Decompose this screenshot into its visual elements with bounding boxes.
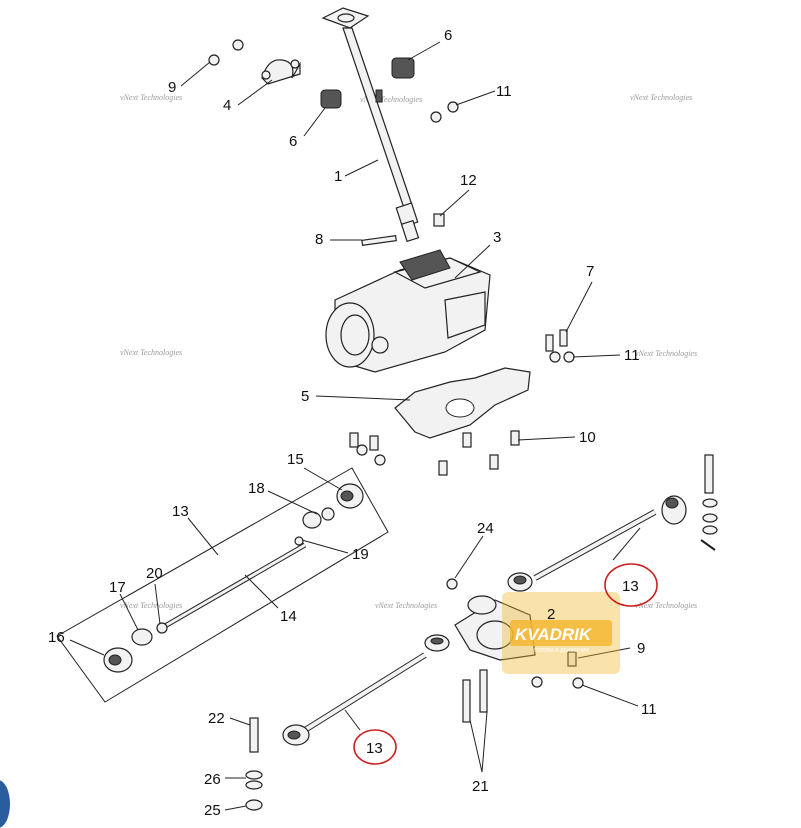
callout-label: 7 <box>586 263 594 280</box>
washer-icon <box>702 498 718 508</box>
washer-icon <box>702 525 718 535</box>
bolt-icon <box>208 54 220 66</box>
bolt-icon <box>479 669 488 713</box>
callout-label: 3 <box>493 229 501 246</box>
steering-shaft-icon <box>321 7 420 243</box>
assembly-frame <box>56 467 389 703</box>
callout-label: 22 <box>208 710 225 727</box>
nut-icon <box>572 677 584 689</box>
washer-icon <box>245 780 263 790</box>
shaft-clamp-icon <box>261 59 301 85</box>
watermark: vNext Technologies <box>635 601 697 610</box>
bolt-icon <box>489 454 499 470</box>
watermark: vNext Technologies <box>630 93 692 102</box>
tie-rod-icon <box>507 495 687 592</box>
bolt-icon <box>369 435 379 451</box>
bushing-icon <box>320 89 342 109</box>
nut-icon <box>531 676 543 688</box>
callout-label: 20 <box>146 565 163 582</box>
bolt-icon <box>361 234 397 247</box>
callout-label: 5 <box>301 388 309 405</box>
bolt-icon <box>349 432 359 448</box>
callout-label: 10 <box>579 429 596 446</box>
callout-label: 4 <box>223 97 231 114</box>
callout-label: 15 <box>287 451 304 468</box>
callout-label: 17 <box>109 579 126 596</box>
logo-tagline: ГОЛОВА В ДВИЖЕНИИ <box>534 648 590 654</box>
cotter-pin-icon <box>700 539 716 551</box>
leader-lines <box>69 41 641 811</box>
highlight-circle <box>604 563 658 607</box>
nut-icon <box>549 351 561 363</box>
watermark: vNext Technologies <box>120 348 182 357</box>
callout-label: 18 <box>248 480 265 497</box>
callout-label: 21 <box>472 778 489 795</box>
stabilizer-link-icon <box>103 483 364 673</box>
callouts: 1 2 3 4 5 6 6 7 8 9 9 10 11 11 11 12 13 … <box>48 27 657 815</box>
watermark: vNext Technologies <box>120 93 182 102</box>
watermark: vNext Technologies <box>120 601 182 610</box>
bolt-icon <box>462 432 472 448</box>
logo-name: KVADRIK <box>515 625 593 644</box>
bolt-icon <box>462 679 471 723</box>
bolt-icon <box>545 334 554 352</box>
mounting-plate-icon <box>394 367 531 439</box>
bolt-icon <box>704 454 714 494</box>
nut-icon <box>447 101 459 113</box>
bolt-icon <box>559 329 568 347</box>
callout-label: 13 <box>622 578 639 595</box>
callout-label: 19 <box>352 546 369 563</box>
bushing-icon <box>391 57 415 79</box>
callout-label: 13 <box>172 503 189 520</box>
callout-label: 9 <box>637 640 645 657</box>
callout-label: 1 <box>334 168 342 185</box>
bolt-icon <box>438 460 448 476</box>
nut-icon <box>563 351 575 363</box>
callout-label: 6 <box>289 133 297 150</box>
callout-label: 14 <box>280 608 297 625</box>
callout-label: 26 <box>204 771 221 788</box>
edge-tab <box>0 780 10 828</box>
callout-label: 6 <box>444 27 452 44</box>
bolt-icon <box>510 430 520 446</box>
callout-label: 16 <box>48 629 65 646</box>
highlight-circle <box>353 729 397 765</box>
callout-label: 24 <box>477 520 494 537</box>
callout-label: 11 <box>624 347 640 364</box>
washer-icon <box>245 770 263 780</box>
watermark: vNext Technologies <box>375 601 437 610</box>
nut-icon <box>430 111 442 123</box>
watermark: vNext Technologies <box>360 95 422 104</box>
callout-label: 13 <box>366 740 383 757</box>
washer-icon <box>702 513 718 523</box>
kvadrik-logo: KVADRIK ГОЛОВА В ДВИЖЕНИИ <box>502 592 620 674</box>
clip-icon <box>433 213 445 227</box>
bolt-icon <box>567 651 577 667</box>
nut-icon <box>374 454 386 466</box>
callout-label: 12 <box>460 172 477 189</box>
nut-icon <box>232 39 244 51</box>
tie-rod-icon <box>282 634 450 746</box>
callout-label: 11 <box>496 83 512 100</box>
callout-label: 9 <box>168 79 176 96</box>
bolt-icon <box>249 717 259 753</box>
nut-icon <box>356 444 368 456</box>
washer-icon <box>245 799 263 811</box>
watermark: vNext Technologies <box>635 349 697 358</box>
callout-label: 2 <box>547 606 555 623</box>
power-steering-unit-icon <box>325 249 491 373</box>
callout-label: 25 <box>204 802 221 815</box>
callout-label: 8 <box>315 231 323 248</box>
callout-label: 11 <box>641 701 657 718</box>
